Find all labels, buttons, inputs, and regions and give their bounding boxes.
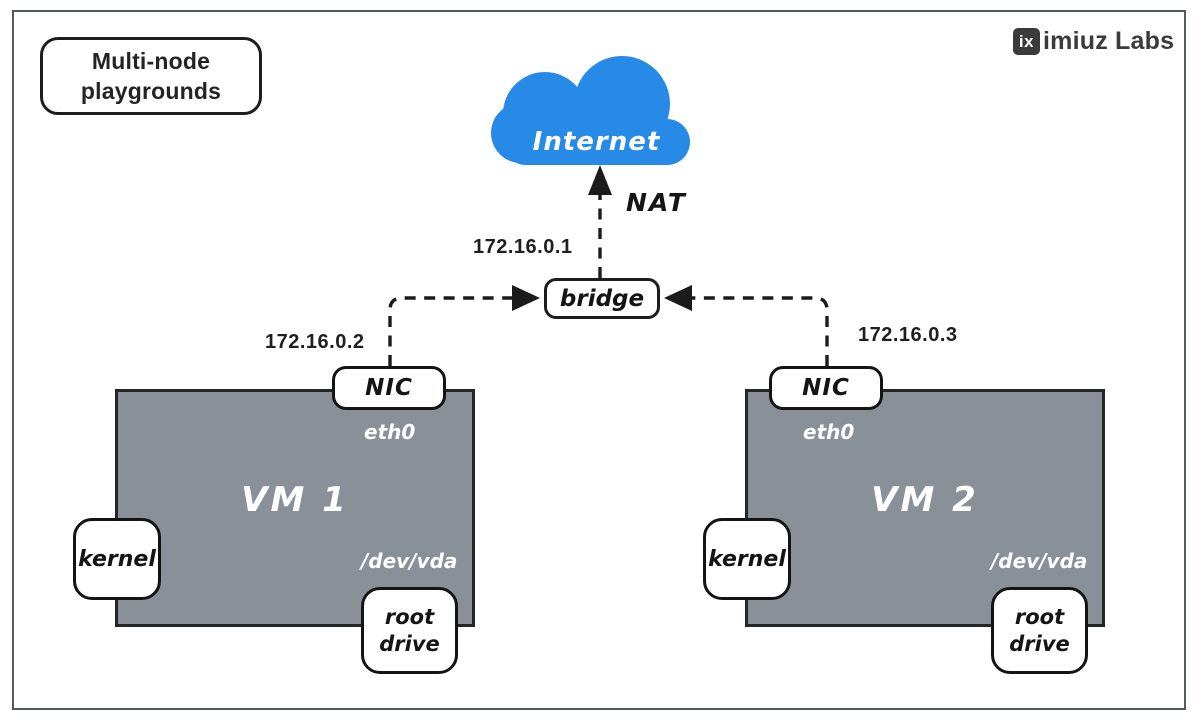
vm2-kernel-node: kernel (703, 518, 791, 600)
bridge-node: bridge (544, 278, 660, 319)
vm2-nic-node: NIC (769, 366, 883, 410)
vm1-root-drive-node: root drive (361, 587, 458, 674)
brand-logo-text: imiuz Labs (1043, 27, 1175, 55)
vm1-box: NIC eth0 VM 1 kernel /dev/vda root drive (73, 366, 475, 674)
vm1-iface-label: eth0 (364, 420, 416, 444)
vm1-nic-node: NIC (332, 366, 446, 410)
arrowhead-up-icon (588, 165, 612, 195)
vm1-device-label: /dev/vda (361, 549, 458, 573)
vm1-kernel-node: kernel (73, 518, 161, 600)
arrowheads (512, 165, 692, 311)
vm2-box: NIC eth0 VM 2 kernel /dev/vda root drive (703, 366, 1105, 674)
internet-cloud-icon (491, 56, 690, 165)
arrowhead-left-icon (664, 285, 692, 311)
vm2-iface-label: eth0 (803, 420, 855, 444)
vm1-name-label: VM 1 (241, 480, 349, 520)
vm2-nic-to-bridge-line (692, 296, 829, 366)
vm2-nic-ip-label: 172.16.0.3 (858, 324, 958, 346)
diagram-title: Multi-node playgrounds (40, 37, 262, 115)
brand-logo: ix imiuz Labs (1013, 27, 1174, 56)
ix-logo-icon: ix (1013, 28, 1040, 55)
nat-label: NAT (626, 188, 687, 217)
outer-border (12, 10, 1186, 710)
bridge-ip-label: 172.16.0.1 (473, 236, 573, 258)
vm1-nic-ip-label: 172.16.0.2 (265, 331, 365, 353)
vm2-root-drive-node: root drive (991, 587, 1088, 674)
vm2-name-label: VM 2 (871, 480, 979, 520)
vm1-nic-to-bridge-line (388, 296, 512, 366)
dashed-connectors (388, 194, 829, 366)
vm2-device-label: /dev/vda (991, 549, 1088, 573)
internet-label: Internet (532, 127, 661, 157)
arrowhead-right-icon (512, 285, 540, 311)
